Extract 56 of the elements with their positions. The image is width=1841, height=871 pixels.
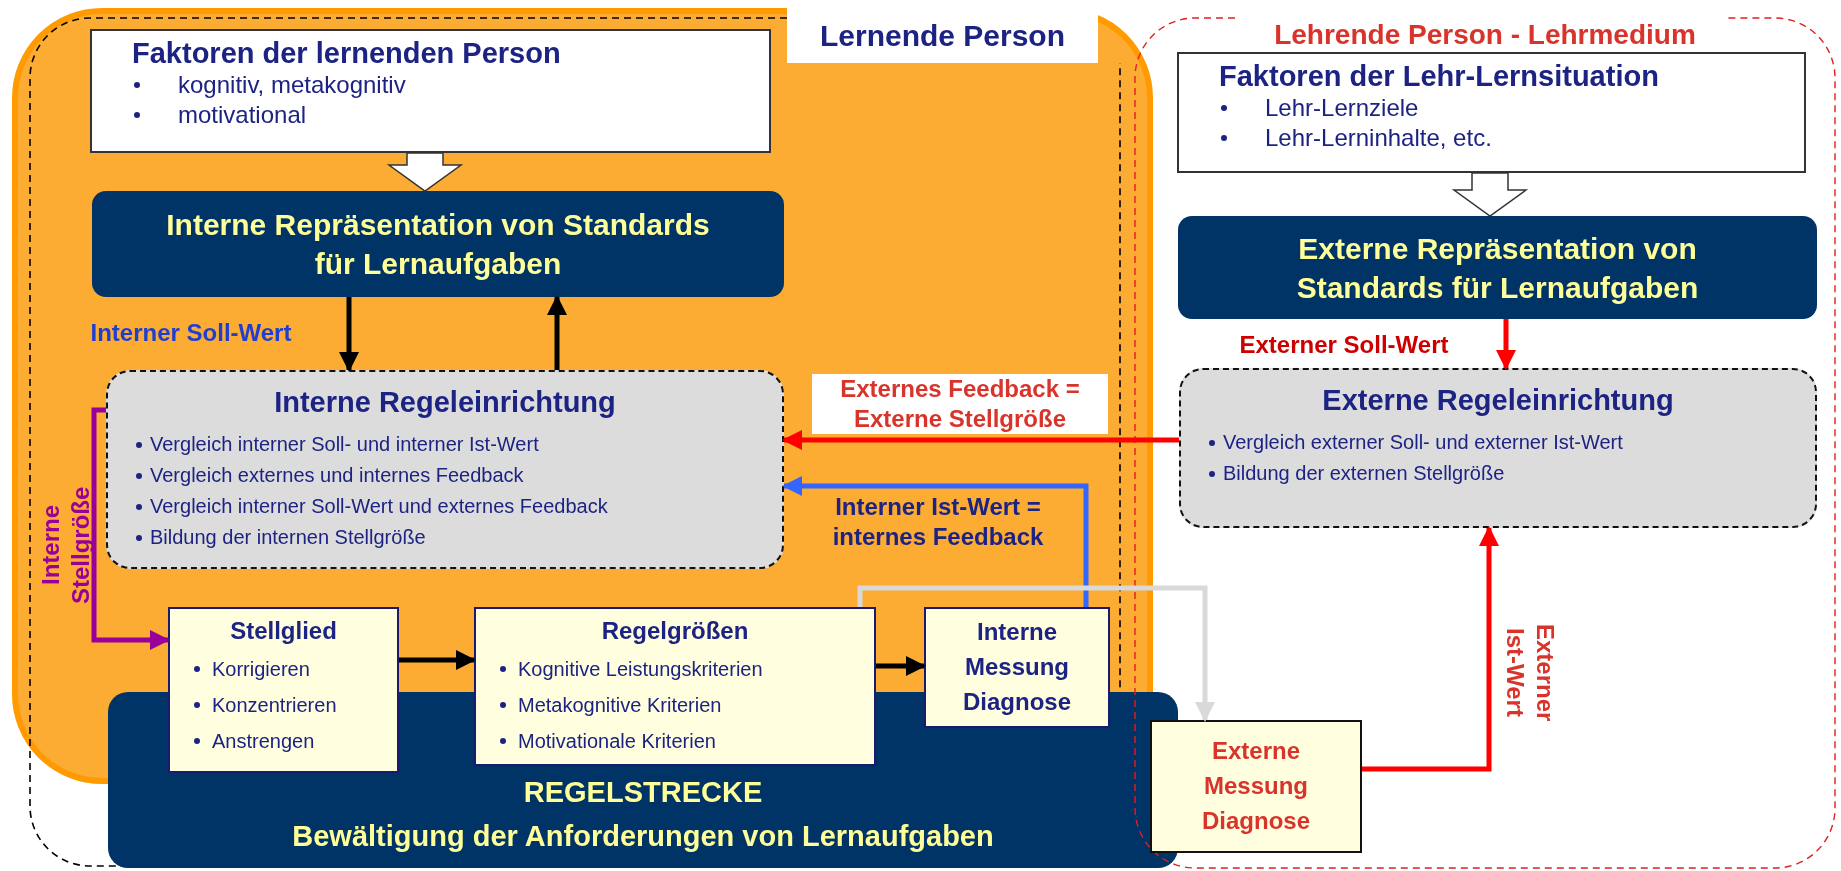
bullet-item: Kognitive Leistungskriterien	[498, 651, 763, 687]
arrow	[857, 585, 1215, 722]
standard-box	[1178, 216, 1817, 319]
block-arrow	[386, 152, 464, 192]
factor-box	[90, 29, 771, 153]
box-text: Interne Messung Diagnose	[962, 617, 1072, 717]
edge-label: Externes Feedback = Externe Stellgröße	[812, 374, 1108, 434]
bullet-item: Anstrengen	[192, 723, 315, 759]
box-heading: Faktoren der lernenden Person	[132, 37, 561, 70]
box-heading: Regelgrößen	[601, 617, 749, 645]
bullet-item: Vergleich interner Soll- und interner Ist-Wert	[134, 429, 539, 460]
box-heading: Stellglied	[230, 617, 337, 645]
process-box	[1150, 720, 1362, 853]
arrow	[91, 407, 170, 650]
controller-box	[106, 370, 784, 569]
box-heading: Interne Regeleinrichtung	[274, 386, 616, 419]
bullet-item: Metakognitive Kriterien	[498, 687, 722, 723]
bullet-item: Vergleich interner Soll-Wert und externes Feedback	[134, 491, 608, 522]
arrow	[782, 476, 1089, 607]
arrow	[876, 656, 926, 676]
arrow	[547, 295, 567, 370]
region-outline	[1135, 18, 1835, 868]
bullet-item: Korrigieren	[192, 651, 310, 687]
box-heading: Externe Regeleinrichtung	[1322, 384, 1674, 417]
edge-label: Interner Ist-Wert = internes Feedback	[831, 492, 1045, 552]
bullet-item: Lehr-Lerninhalte, etc.	[1219, 123, 1492, 153]
box-text: Externe Messung Diagnose	[1201, 736, 1311, 836]
arrow	[1362, 526, 1499, 772]
box-text: Externe Repräsentation von Standards für Lernaufgaben	[1295, 230, 1700, 306]
bullet-item: Lehr-Lernziele	[1219, 93, 1419, 123]
region-title: Lehrende Person - Lehrmedium	[1274, 18, 1696, 52]
arrow	[1496, 319, 1516, 370]
bullet-item: Motivationale Kriterien	[498, 723, 716, 759]
bullet-item: Vergleich externes und internes Feedback	[134, 460, 524, 491]
controller-box	[1179, 368, 1817, 528]
bullet-item: Bildung der externen Stellgröße	[1207, 458, 1505, 489]
bullet-item: Vergleich externer Soll- und externer Ist-Wert	[1207, 427, 1623, 458]
region-title: Lernende Person	[787, 8, 1098, 63]
bullet-item: motivational	[132, 100, 307, 130]
factor-box	[1177, 52, 1806, 173]
arrow	[339, 297, 359, 372]
edge-label: Externer Soll-Wert	[1238, 330, 1450, 360]
edge-label: Interner Soll-Wert	[89, 318, 293, 348]
bullet-item: Konzentrieren	[192, 687, 337, 723]
box-heading: Faktoren der Lehr-Lernsituation	[1219, 60, 1659, 93]
bullet-item: kognitiv, metakognitiv	[132, 70, 406, 100]
box-heading: REGELSTRECKE	[523, 775, 763, 810]
arrow	[399, 650, 476, 670]
arrow	[782, 430, 1179, 450]
edge-label: Interne Stellgröße	[36, 485, 95, 606]
standard-box	[92, 191, 784, 297]
box-text: Interne Repräsentation von Standards für Lernaufgaben	[165, 207, 711, 282]
bullet-item: Bildung der internen Stellgröße	[134, 522, 426, 553]
block-arrow	[1451, 172, 1529, 217]
box-text: Bewältigung der Anforderungen von Lernaufgaben	[292, 819, 994, 854]
edge-label: Externer Ist-Wert	[1501, 622, 1560, 724]
